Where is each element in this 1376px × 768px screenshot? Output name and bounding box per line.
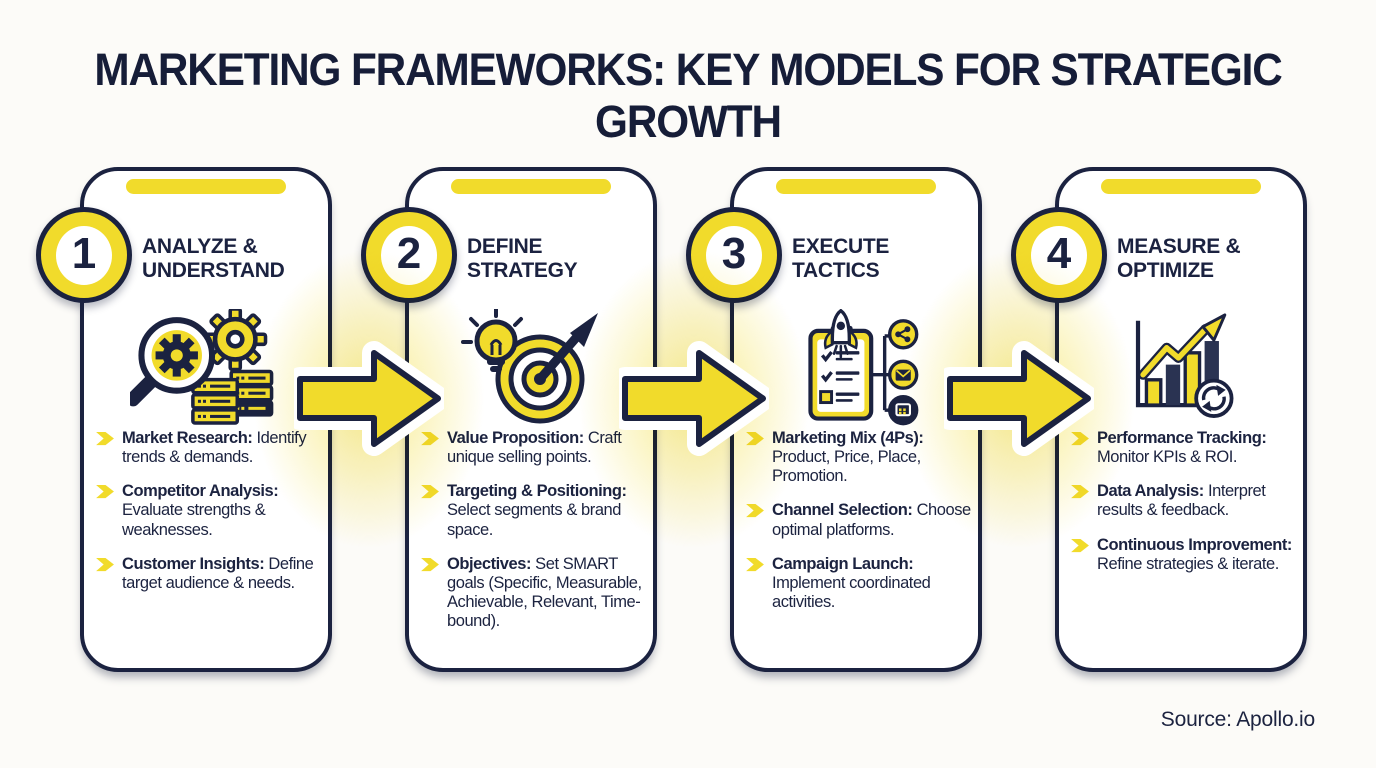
page-title: MARKETING FRAMEWORKS: KEY MODELS FOR STR… — [94, 44, 1282, 147]
chevron-bullet-icon — [746, 503, 765, 518]
list-item: Campaign Launch: Implement coordinated a… — [746, 555, 972, 612]
card-notch — [126, 179, 286, 194]
bullet-label: Data Analysis: — [1097, 482, 1204, 501]
chevron-bullet-icon — [746, 557, 765, 572]
bullet-text: Implement coordinated activities. — [772, 573, 931, 611]
list-item: Competitor Analysis: Evaluate strengths … — [96, 482, 322, 539]
bullet-text: Select segments & brand space. — [447, 501, 622, 539]
bullet-label: Campaign Launch: — [772, 554, 914, 573]
bullet-label: Marketing Mix (4Ps): — [772, 429, 924, 447]
step-number: 3 — [706, 225, 762, 285]
step-number: 2 — [381, 225, 437, 285]
step-title: EXECUTE TACTICS — [792, 235, 890, 283]
card-notch — [776, 179, 936, 194]
bullet-text-block: Performance Tracking: Monitor KPIs & ROI… — [1097, 429, 1297, 467]
bullet-label: Customer Insights: — [122, 554, 265, 573]
list-item: Marketing Mix (4Ps): Product, Price, Pla… — [746, 429, 972, 486]
flow-arrow-icon — [938, 341, 1100, 456]
source-credit: Source: Apollo.io — [1160, 708, 1315, 731]
bullet-text-block: Data Analysis: Interpret results & feedb… — [1097, 482, 1297, 520]
bullet-label: Competitor Analysis: — [122, 482, 279, 501]
bullet-label: Objectives: — [447, 554, 532, 573]
bullet-text: Set SMART goals (Specific, Measurable, A… — [447, 554, 642, 630]
step-number-badge: 4 — [1011, 207, 1107, 303]
list-item: Targeting & Positioning: Select segments… — [421, 482, 647, 539]
bullet-text-block: Marketing Mix (4Ps): Product, Price, Pla… — [772, 429, 972, 486]
step-number: 4 — [1031, 225, 1087, 285]
bullet-label: Market Research: — [122, 429, 253, 447]
chevron-bullet-icon — [421, 557, 440, 572]
bullet-list: Marketing Mix (4Ps): Product, Price, Pla… — [746, 429, 972, 612]
step-title: MEASURE & OPTIMIZE — [1117, 235, 1241, 283]
list-item: Market Research: Identify trends & deman… — [96, 429, 322, 467]
bullet-label: Continuous Improvement: — [1097, 535, 1292, 554]
chevron-bullet-icon — [96, 557, 115, 572]
flow-arrow-icon — [613, 341, 775, 456]
bullet-label: Targeting & Positioning: — [447, 482, 627, 501]
bullet-label: Performance Tracking: — [1097, 429, 1267, 447]
list-item: Value Proposition: Craft unique selling … — [421, 429, 647, 467]
bullet-text: Evaluate strengths & weaknesses. — [122, 501, 266, 539]
bullet-label: Channel Selection: — [772, 501, 913, 520]
bullet-text-block: Value Proposition: Craft unique selling … — [447, 429, 647, 467]
clipboard-rocket-channels-icon — [734, 309, 978, 427]
flow-arrow-icon — [288, 341, 450, 456]
step-number-badge: 3 — [686, 207, 782, 303]
chevron-bullet-icon — [96, 431, 115, 446]
chevron-bullet-icon — [1071, 538, 1090, 553]
list-item: Performance Tracking: Monitor KPIs & ROI… — [1071, 429, 1297, 467]
magnifier-gear-analytics-icon — [84, 309, 328, 425]
list-item: Data Analysis: Interpret results & feedb… — [1071, 482, 1297, 520]
chevron-bullet-icon — [96, 484, 115, 499]
card-notch — [451, 179, 611, 194]
bullet-list: Market Research: Identify trends & deman… — [96, 429, 322, 593]
bullet-text-block: Market Research: Identify trends & deman… — [122, 429, 322, 467]
bullet-text: Monitor KPIs & ROI. — [1097, 448, 1237, 467]
list-item: Customer Insights: Define target audienc… — [96, 555, 322, 593]
bullet-label: Value Proposition: — [447, 429, 584, 447]
bullet-text-block: Customer Insights: Define target audienc… — [122, 555, 322, 593]
target-lightbulb-arrow-icon — [409, 309, 653, 427]
bullet-text-block: Continuous Improvement: Refine strategie… — [1097, 536, 1297, 574]
step-title: DEFINE STRATEGY — [467, 235, 578, 283]
step-title: ANALYZE & UNDERSTAND — [142, 235, 285, 283]
bullet-text-block: Objectives: Set SMART goals (Specific, M… — [447, 555, 647, 632]
bullet-text: Define target audience & needs. — [122, 554, 314, 592]
card-notch — [1101, 179, 1261, 194]
chevron-bullet-icon — [1071, 484, 1090, 499]
list-item: Channel Selection: Choose optimal platfo… — [746, 501, 972, 539]
step-number-badge: 2 — [361, 207, 457, 303]
bullet-text-block: Targeting & Positioning: Select segments… — [447, 482, 647, 539]
list-item: Continuous Improvement: Refine strategie… — [1071, 536, 1297, 574]
step-number-badge: 1 — [36, 207, 132, 303]
bullet-text: Refine strategies & iterate. — [1097, 554, 1279, 573]
bullet-text: Product, Price, Place, Promotion. — [772, 448, 921, 486]
bullet-list: Value Proposition: Craft unique selling … — [421, 429, 647, 631]
bar-chart-growth-refresh-icon — [1059, 309, 1303, 427]
chevron-bullet-icon — [421, 484, 440, 499]
bullet-text-block: Channel Selection: Choose optimal platfo… — [772, 501, 972, 539]
step-number: 1 — [56, 225, 112, 285]
list-item: Objectives: Set SMART goals (Specific, M… — [421, 555, 647, 632]
bullet-text-block: Campaign Launch: Implement coordinated a… — [772, 555, 972, 612]
bullet-list: Performance Tracking: Monitor KPIs & ROI… — [1071, 429, 1297, 574]
bullet-text-block: Competitor Analysis: Evaluate strengths … — [122, 482, 322, 539]
